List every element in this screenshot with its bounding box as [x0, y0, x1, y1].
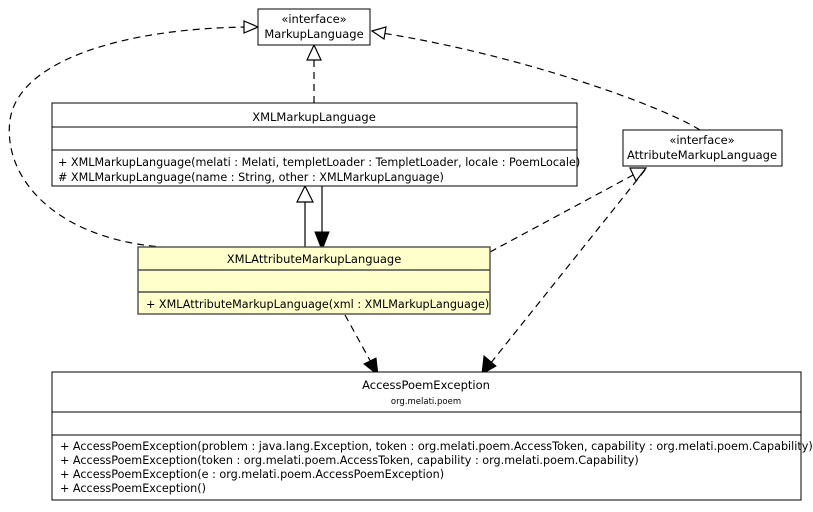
xmlmarkuplanguage-class-name: XMLMarkupLanguage	[252, 110, 376, 124]
accesspoemexception-operation-0: + AccessPoemException(problem : java.lan…	[60, 440, 813, 453]
class-box-xmlattributemarkuplanguage[interactable]: XMLAttributeMarkupLanguage + XMLAttribut…	[137, 246, 491, 315]
attributemarkuplanguage-class-name: AttributeMarkupLanguage	[627, 148, 777, 162]
edge-xmlmarkup-association-xmlattribute	[314, 186, 330, 252]
accesspoemexception-operation-3: + AccessPoemException()	[60, 482, 206, 495]
edge-xmlattribute-generalizes-xmlmarkup	[296, 184, 314, 248]
markuplanguage-stereotype: «interface»	[281, 12, 346, 26]
accesspoemexception-operation-1: + AccessPoemException(token : org.melati…	[60, 454, 639, 467]
accesspoemexception-operation-2: + AccessPoemException(e : org.melati.poe…	[60, 468, 444, 481]
class-box-markuplanguage[interactable]: «interface» MarkupLanguage	[257, 8, 371, 46]
edge-attributemarkup-realizes-markuplanguage	[370, 26, 701, 131]
class-box-accesspoemexception[interactable]: AccessPoemException org.melati.poem + Ac…	[51, 371, 813, 501]
edge-attributemarkup-depends-accesspoemexception	[481, 169, 646, 375]
xmlmarkuplanguage-operation-0: + XMLMarkupLanguage(melati : Melati, tem…	[58, 156, 580, 169]
edge-xmlattribute-realizes-markuplanguage	[8, 20, 260, 249]
edge-xmlmarkup-realizes-markuplanguage	[306, 43, 322, 103]
accesspoemexception-package: org.melati.poem	[391, 397, 461, 407]
class-box-xmlmarkuplanguage[interactable]: XMLMarkupLanguage + XMLMarkupLanguage(me…	[51, 102, 580, 187]
xmlmarkuplanguage-operation-1: # XMLMarkupLanguage(name : String, other…	[58, 171, 444, 184]
attributemarkuplanguage-stereotype: «interface»	[669, 133, 734, 147]
xmlattributemarkuplanguage-class-name: XMLAttributeMarkupLanguage	[227, 252, 402, 266]
class-box-attributemarkuplanguage[interactable]: «interface» AttributeMarkupLanguage	[622, 129, 783, 167]
accesspoemexception-class-name: AccessPoemException	[362, 378, 490, 392]
markuplanguage-class-name: MarkupLanguage	[264, 27, 363, 41]
xmlattributemarkuplanguage-operation-0: + XMLAttributeMarkupLanguage(xml : XMLMa…	[146, 298, 489, 311]
edge-xmlattribute-depends-accesspoemexception	[344, 314, 379, 377]
